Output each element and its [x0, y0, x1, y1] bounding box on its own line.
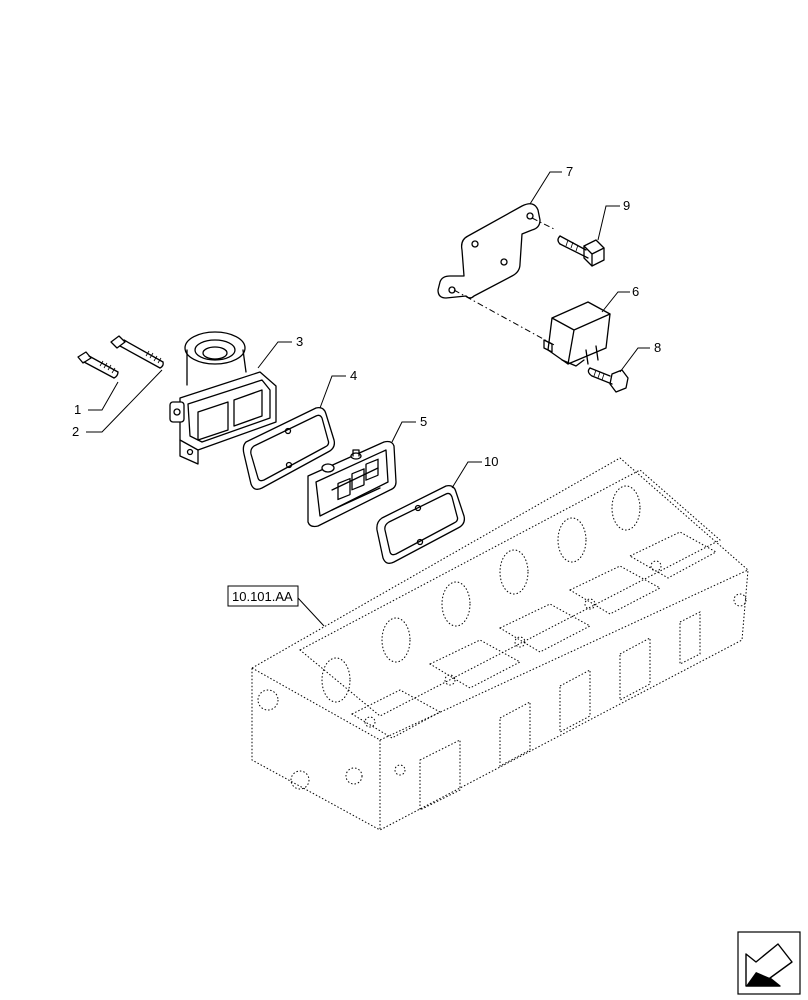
part-7-bracket[interactable]: [437, 203, 541, 299]
part-8-bolt[interactable]: [587, 367, 629, 393]
callout-9-leader: [597, 205, 620, 241]
callout-1-leader: [88, 381, 119, 411]
alignment-line-bracket-relay: [453, 289, 557, 347]
callout-1[interactable]: 1: [74, 402, 81, 417]
part-10-gasket[interactable]: [376, 484, 466, 564]
callout-10[interactable]: 10: [484, 454, 498, 469]
part-2-long-bolt[interactable]: [110, 335, 164, 369]
reference-leader: [297, 597, 325, 627]
callout-7[interactable]: 7: [566, 164, 573, 179]
callout-3-leader: [257, 341, 292, 369]
part-4-gasket[interactable]: [242, 406, 336, 490]
callout-8[interactable]: 8: [654, 340, 661, 355]
cylinder-head-reference: [251, 457, 749, 831]
return-arrow-icon[interactable]: [737, 931, 801, 995]
reference-label: 10.101.AA: [232, 589, 293, 604]
part-6-relay[interactable]: [543, 301, 611, 367]
callout-3[interactable]: 3: [296, 334, 303, 349]
callout-6-leader: [601, 291, 630, 313]
alignment-line-bracket-bolt: [531, 217, 557, 231]
callout-7-leader: [529, 171, 562, 205]
callout-2-leader: [86, 369, 163, 433]
part-5-intake-heater[interactable]: [307, 440, 397, 528]
callout-4[interactable]: 4: [350, 368, 357, 383]
callout-9[interactable]: 9: [623, 198, 630, 213]
part-9-bolt[interactable]: [557, 235, 605, 267]
callout-5[interactable]: 5: [420, 414, 427, 429]
part-3-intake-elbow[interactable]: [169, 331, 277, 465]
callout-8-leader: [619, 347, 650, 373]
callout-10-leader: [451, 461, 482, 489]
reference-link-box[interactable]: 10.101.AA: [227, 585, 299, 607]
part-1-short-bolt[interactable]: [77, 351, 119, 379]
callout-5-leader: [391, 421, 416, 443]
callout-4-leader: [319, 375, 346, 409]
callout-2[interactable]: 2: [72, 424, 79, 439]
callout-6[interactable]: 6: [632, 284, 639, 299]
